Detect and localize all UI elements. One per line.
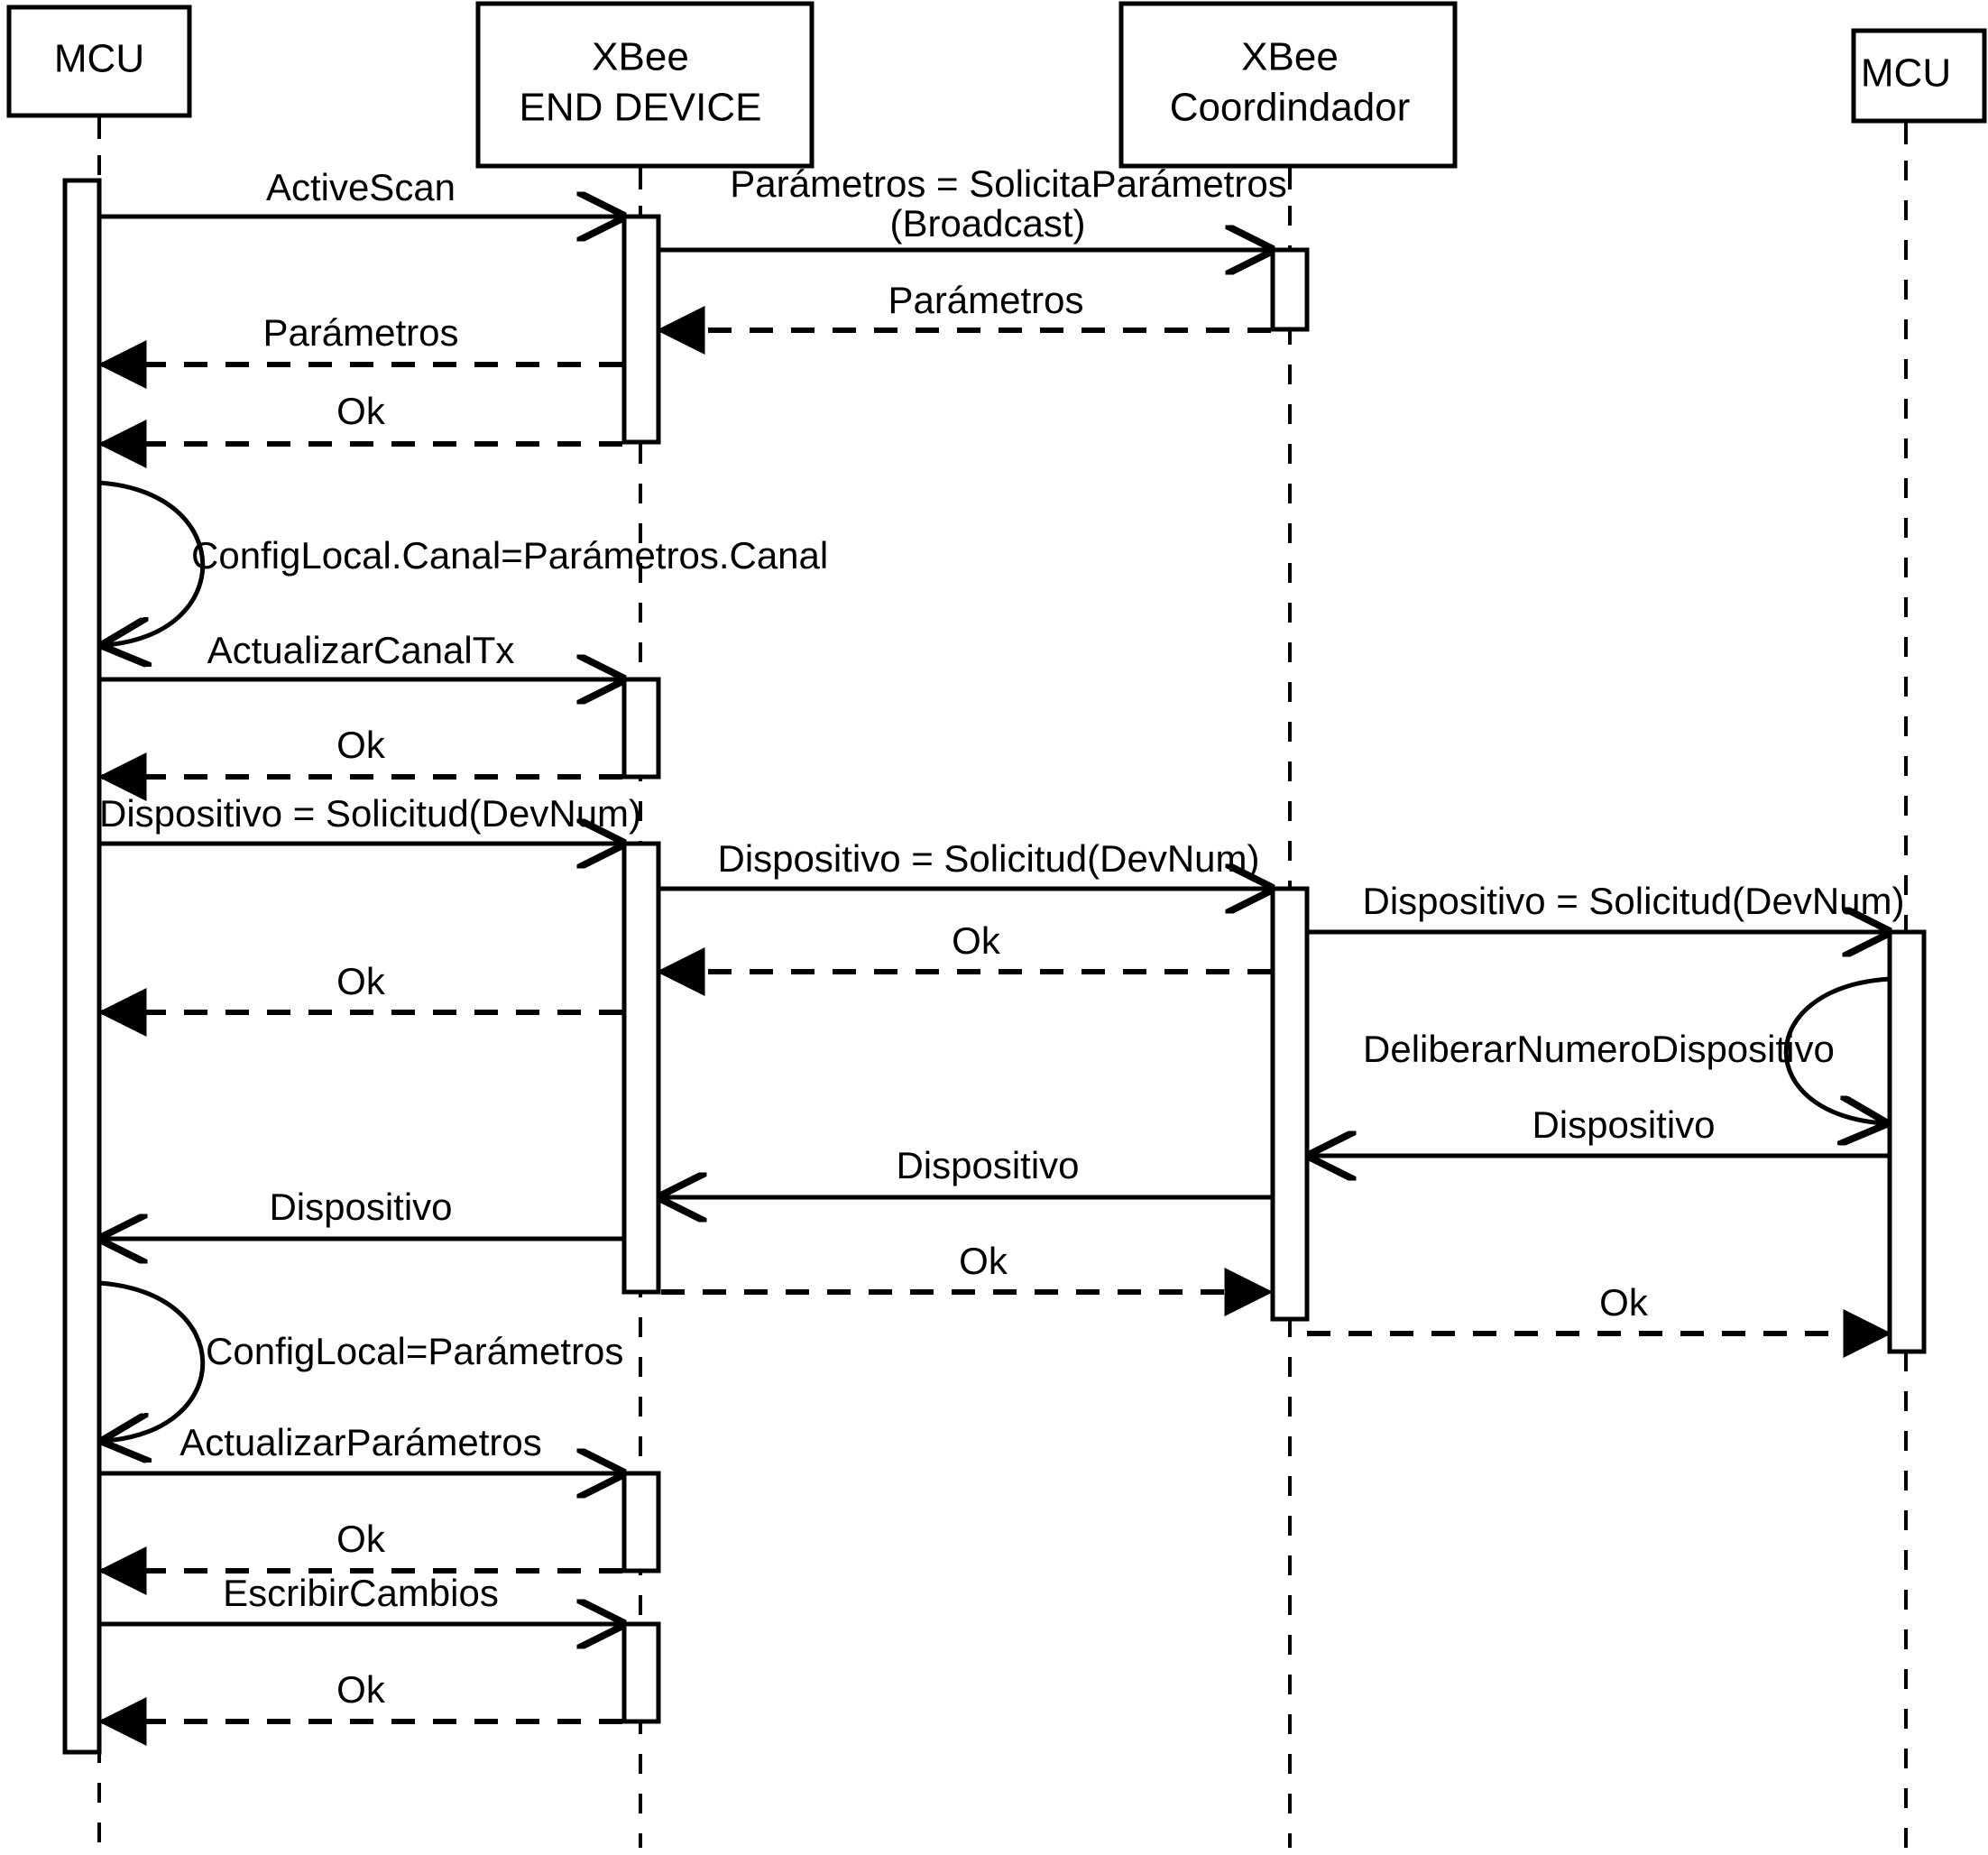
activation-bar [621,1471,661,1574]
message-label: ActualizarParámetros [179,1421,541,1463]
message-label: ActiveScan [266,166,456,208]
message-label: Dispositivo [269,1186,452,1228]
message-label: DeliberarNumeroDispositivo [1363,1028,1835,1070]
participant-box-rect [1118,1,1458,169]
self-message-arrow [99,1280,206,1441]
participant-label: MCU [1861,51,1951,96]
activation-bar [621,214,661,445]
message-label: Dispositivo = Solicitud(DevNum) [99,792,641,835]
message-label: Ok [1599,1281,1649,1324]
message-label: (Broadcast) [889,202,1085,245]
activation-bar [1887,929,1927,1354]
message-label: Dispositivo [1532,1103,1715,1146]
message-label: Ok [336,390,386,432]
activation-bar [1270,247,1310,332]
messages-layer: ActiveScan Parámetros = SolicitaParámetro… [99,162,1905,1746]
message-label: Ok [959,1240,1008,1282]
message-label: Parámetros [262,311,458,354]
participant-box-rect [6,5,192,118]
message-label: Ok [336,1668,386,1711]
message-label: Dispositivo [896,1144,1079,1186]
activation-bar [621,1621,661,1724]
participant-label: MCU [54,37,144,81]
message-label: ActualizarCanalTx [207,629,515,671]
participant-box-mcu-right[interactable]: MCU [1851,28,1987,124]
message-label: ConfigLocal.Canal=Parámetros.Canal [191,534,828,577]
message-label: Ok [336,960,386,1002]
activation-bar [62,178,102,1755]
self-message-arrow [1783,976,1890,1123]
participant-label: Coordindador [1170,86,1411,130]
participant-box-rect [1851,28,1987,124]
message-label: Parámetros = SolicitaParámetros [730,162,1286,205]
participant-label: END DEVICE [520,86,762,130]
message-label: ConfigLocal=Parámetros [206,1330,623,1372]
message-label: Ok [336,1518,386,1560]
message-label: EscribirCambios [223,1572,499,1614]
activation-bar [621,841,661,1295]
message-label: Parámetros [888,279,1083,321]
self-message-arrow [99,480,206,645]
message-label: Ok [336,724,386,766]
activation-bar [621,677,661,780]
participant-label: XBee [1241,35,1339,79]
participant-label: XBee [592,35,689,79]
participant-box-rect [475,1,815,169]
activations-layer [62,178,1927,1755]
message-label: Dispositivo = Solicitud(DevNum) [1362,880,1904,922]
message-label: Dispositivo = Solicitud(DevNum) [717,837,1259,880]
activation-bar [1270,886,1310,1322]
participant-box-mcu-left[interactable]: MCU [6,5,192,118]
message-label: Ok [952,919,1001,962]
